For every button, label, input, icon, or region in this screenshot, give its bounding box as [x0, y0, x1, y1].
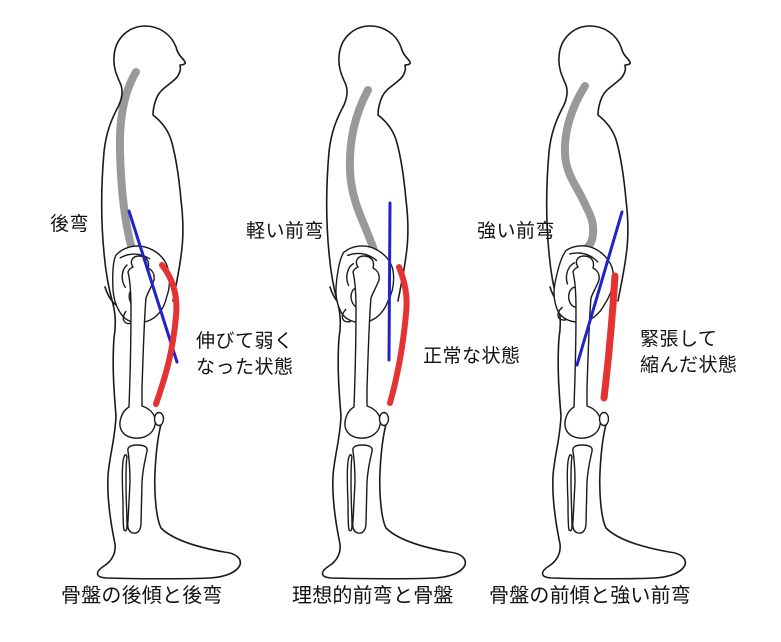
spine-curvature-label-2: 軽い前弯 [246, 221, 325, 242]
hip-flexor-muscle-normal [387, 264, 410, 406]
pelvic-tilt-line [575, 210, 624, 367]
figure-anterior-pelvic-tilt [541, 25, 687, 580]
spine-curve-mild-lordosis [345, 86, 378, 255]
figure-caption-2: 理想的前弯と骨盤 [292, 585, 454, 607]
hip-flexor-muscle-stretched [153, 262, 180, 407]
muscle-state-label-2: 正常な状態 [423, 346, 521, 367]
hip-flexor-muscle-shortened [600, 272, 619, 402]
spine-curvature-label-3: 強い前弯 [477, 221, 556, 242]
spine-curvature-label-1: 後弯 [50, 214, 90, 235]
spine-curve-strong-lordosis [560, 82, 598, 257]
pelvic-tilt-line [127, 209, 179, 364]
pelvic-tilt-line [387, 201, 392, 362]
muscle-state-label-1: 伸びて弱く なった状態 [196, 331, 294, 378]
spine-curve-kyphosis [115, 68, 140, 257]
figure-posterior-pelvic-tilt [96, 25, 242, 580]
figure-caption-1: 骨盤の後傾と後弯 [61, 585, 223, 607]
figure-ideal-posture [321, 25, 467, 580]
muscle-state-label-3: 緊張して 縮んだ状態 [640, 329, 738, 376]
figure-caption-3: 骨盤の前傾と強い前弯 [489, 585, 691, 607]
